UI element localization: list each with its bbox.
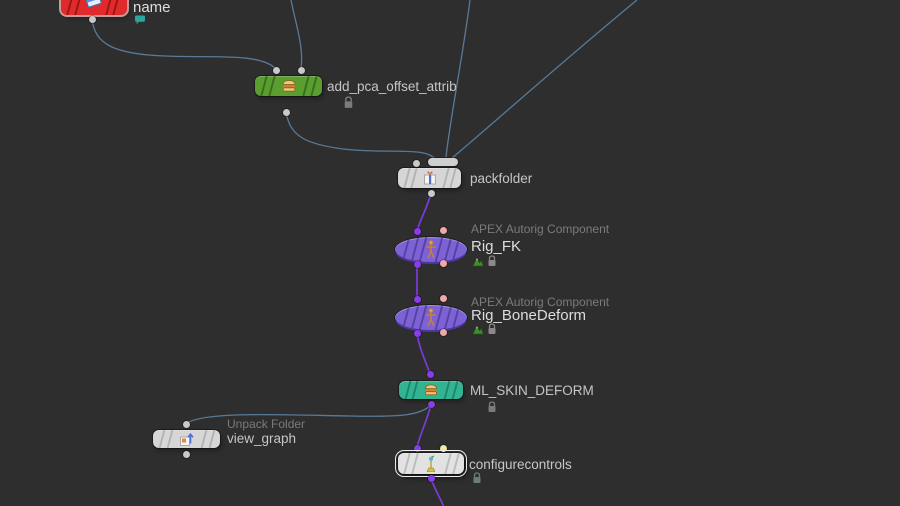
node-sublabel-rigfk: APEX Autorig Component [471,222,610,236]
node-name[interactable] [61,0,127,15]
port-mlskin-output[interactable] [427,400,435,408]
wire-top-to-packfolder[interactable] [445,0,471,158]
character-icon [426,239,437,260]
port-mlskin-input[interactable] [426,370,434,378]
node-packfolder[interactable] [398,168,461,188]
node-add_pca_offset_attrib[interactable] [255,76,322,96]
stack-icon [280,80,297,93]
unpack-icon [179,432,195,447]
character-icon [426,307,437,328]
node-label-rigfk: Rig_FK [471,238,522,255]
stack-icon [423,384,439,396]
lock-icon[interactable] [487,401,497,413]
lock-icon[interactable] [487,323,497,335]
port-rigfk-input1[interactable] [413,227,421,235]
wire-mlskin-to-configurecontrols[interactable] [416,404,432,448]
lock-icon[interactable] [487,255,497,267]
port-viewgraph-input[interactable] [182,420,190,428]
node-ML_SKIN_DEFORM[interactable] [399,381,463,399]
port-rigfk-output2[interactable] [439,259,447,267]
port-rigfk-output1[interactable] [413,260,421,268]
lock-icon[interactable] [343,96,354,109]
node-label-configurecontrols: configurecontrols [469,457,572,472]
wire-name-to-addpca[interactable] [91,18,276,69]
wire-top-to-addpca[interactable] [290,0,303,69]
packfolder-multi-input-bar[interactable] [428,158,458,166]
wire-bonedeform-to-mlskin[interactable] [416,332,431,375]
pack-icon [422,171,438,186]
port-viewgraph-output[interactable] [182,450,190,458]
wire-mlskin-to-viewgraph[interactable] [186,404,432,424]
wire-packfolder-to-rigfk[interactable] [416,192,432,232]
port-bonedeform-output1[interactable] [413,329,421,337]
wire-configurecontrols-to-bottom[interactable] [430,478,445,506]
wire-topright-to-packfolder[interactable] [451,0,638,159]
template-flag-icon[interactable] [472,324,484,335]
port-addpca-output[interactable] [282,108,290,116]
node-label-packfolder: packfolder [470,171,533,186]
node-label-name: name [133,0,171,16]
port-bonedeform-input2[interactable] [439,294,447,302]
node-Rig_BoneDeform[interactable] [395,305,467,330]
port-addpca-input2[interactable] [297,66,305,74]
port-addpca-input1[interactable] [272,66,280,74]
node-view_graph[interactable] [153,430,220,448]
port-packfolder-output[interactable] [427,189,435,197]
wire-addpca-to-packfolder[interactable] [285,111,435,159]
node-Rig_FK[interactable] [395,237,467,262]
node-sublabel-bonedeform: APEX Autorig Component [471,295,610,309]
port-name-output[interactable] [88,15,96,23]
node-configurecontrols[interactable] [395,450,467,477]
node-label-mlskin: ML_SKIN_DEFORM [470,383,594,398]
node-label-viewgraph: view_graph [227,431,297,446]
port-configurecontrols-input2[interactable] [439,444,447,452]
port-configurecontrols-input1[interactable] [413,444,421,452]
port-configurecontrols-output[interactable] [427,474,435,482]
controls-icon [425,455,437,472]
name-tag-icon [85,0,103,9]
node-sublabel-viewgraph: Unpack Folder [227,417,306,431]
node-label-bonedeform: Rig_BoneDeform [471,307,587,324]
lock-icon[interactable] [472,472,482,484]
comment-icon[interactable] [134,15,146,26]
template-flag-icon[interactable] [472,256,484,267]
port-bonedeform-output2[interactable] [439,328,447,336]
port-bonedeform-input1[interactable] [413,295,421,303]
node-label-add_pca_offset_attrib: add_pca_offset_attrib [327,79,457,94]
port-rigfk-input2[interactable] [439,226,447,234]
port-packfolder-input1[interactable] [412,159,420,167]
